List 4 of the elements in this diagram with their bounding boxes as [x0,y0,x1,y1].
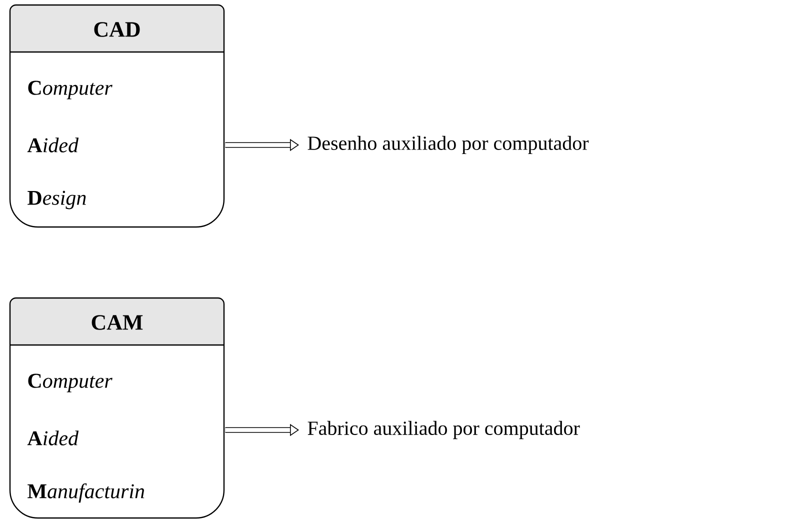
acronym-card: CAM Computer Aided Manufacturin [9,297,225,519]
definition-text: Desenho auxiliado por computador [308,136,589,154]
acronym-card: CAD Computer Aided Design [9,4,225,228]
definition-text: Fabrico auxiliado por computador [308,420,580,440]
